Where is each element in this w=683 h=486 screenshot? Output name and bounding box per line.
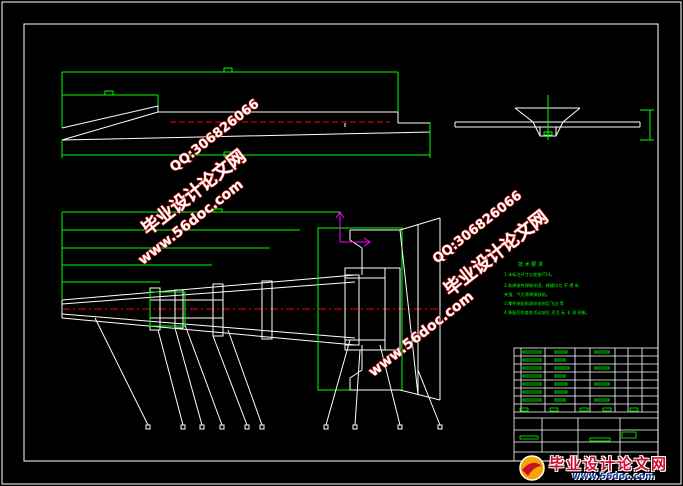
technical-notes: 技 术 要 求 1.未标注尺寸公差按IT14。 2.各焊接件焊接牢固，焊缝均匀 …	[504, 261, 590, 316]
brand-emblem-icon	[519, 455, 545, 481]
parts-list	[514, 348, 658, 413]
technical-note-1: 1.未标注尺寸公差按IT14。	[504, 271, 555, 278]
top-view	[61, 67, 431, 158]
main-view	[61, 208, 443, 430]
title-block	[513, 347, 659, 462]
brand-logo: 毕业设计论文网 www.56doc.com	[514, 452, 682, 484]
sheet-border-inner	[23, 23, 659, 462]
brand-title: 毕业设计论文网	[549, 455, 669, 473]
technical-note-2: 2.各焊接件焊接牢固，焊缝均匀 不 得 有	[504, 282, 579, 289]
technical-notes-title: 技 术 要 求	[518, 261, 543, 268]
technical-note-3: 夹渣、气孔等焊接缺陷。	[504, 291, 550, 298]
technical-note-4: 3.零件装配前清除毛刺及飞边 等	[504, 300, 564, 307]
brand-url: www.56doc.com	[572, 472, 655, 482]
side-view	[454, 95, 654, 141]
watermark-right-url: www.56doc.com	[366, 289, 477, 381]
technical-note-5: 4.装配后检查各活动部位 灵活 无 卡 滞 现象。	[504, 309, 590, 316]
